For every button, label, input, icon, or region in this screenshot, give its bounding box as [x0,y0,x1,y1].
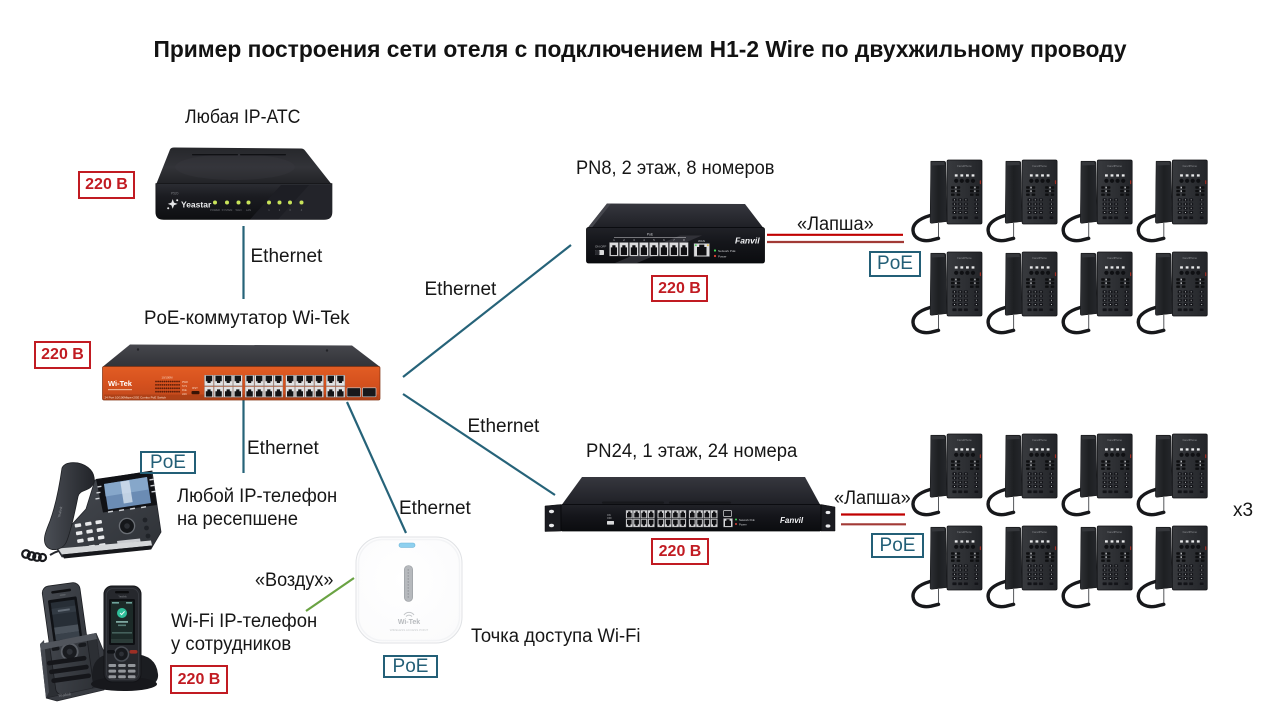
svg-text:WIRELESS ACCESS POINT: WIRELESS ACCESS POINT [390,628,429,632]
svg-text:3: 3 [289,208,291,212]
svg-text:SYSTEM: SYSTEM [222,208,233,212]
svg-text:WAN: WAN [236,208,242,212]
svg-text:Yealink: Yealink [58,691,73,698]
svg-text:6: 6 [663,238,665,242]
svg-text:Network PoE: Network PoE [718,249,736,253]
svg-text:Yealink: Yealink [118,595,127,599]
svg-text:ON: ON [607,514,611,517]
svg-text:Yealink: Yealink [57,506,63,518]
svg-text:Wi-Tek: Wi-Tek [108,379,133,388]
svg-text:OFF: OFF [607,517,612,520]
svg-text:PoE: PoE [647,233,654,237]
svg-text:1: 1 [613,238,615,242]
svg-text:5: 5 [653,238,655,242]
svg-text:3: 3 [633,238,635,242]
svg-text:WAN: WAN [698,239,705,243]
svg-text:P520: P520 [171,192,179,196]
svg-text:ON OFF: ON OFF [595,245,606,249]
svg-text:PoE: PoE [182,389,187,392]
svg-text:PWR: PWR [182,381,188,384]
svg-text:Yeastar: Yeastar [181,200,212,210]
svg-text:Fanvil: Fanvil [780,516,804,525]
svg-text:LAN: LAN [246,208,251,212]
svg-text:4: 4 [301,208,303,212]
svg-text:Wi-Tek: Wi-Tek [398,619,420,626]
svg-text:4: 4 [643,238,645,242]
svg-text:2: 2 [623,238,625,242]
svg-text:RST: RST [192,386,198,390]
svg-text:Power: Power [718,255,727,259]
svg-text:7: 7 [673,238,675,242]
svg-text:LNK: LNK [182,393,187,396]
svg-text:10/100M: 10/100M [162,376,174,380]
svg-text:Network PoE: Network PoE [739,518,755,522]
svg-text:24 Port 10/100Mbps+2GE Combo P: 24 Port 10/100Mbps+2GE Combo PoE Switch [105,396,167,400]
svg-text:1: 1 [268,208,270,212]
svg-text:SYS: SYS [182,385,187,388]
svg-text:POWER: POWER [210,208,220,212]
svg-text:Power: Power [739,522,747,526]
svg-text:Fanvil: Fanvil [735,236,760,246]
svg-text:2: 2 [279,208,281,212]
svg-text:8: 8 [683,238,685,242]
